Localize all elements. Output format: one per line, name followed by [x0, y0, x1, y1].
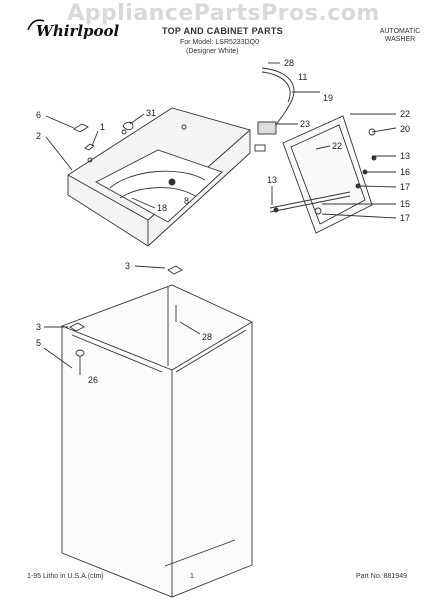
callout-22-top: 22: [400, 109, 410, 119]
product-type-line2: WASHER: [384, 36, 416, 43]
callout-20: 20: [400, 124, 410, 134]
model-line: For Model: LSR5233DQ0: [180, 39, 259, 46]
callout-11: 11: [298, 72, 307, 82]
footer-litho: 1-95 Litho in U.S.A.(ctm): [27, 573, 104, 580]
callout-19: 19: [323, 93, 333, 103]
callout-13-right: 13: [400, 151, 410, 161]
callout-3-left: 3: [36, 322, 41, 332]
callout-28-top: 28: [284, 58, 294, 68]
product-type-line1: AUTOMATIC: [379, 28, 421, 35]
callout-6: 6: [36, 110, 41, 120]
callout-31: 31: [146, 108, 156, 118]
callout-5: 5: [36, 338, 41, 348]
callout-2: 2: [36, 131, 41, 141]
cabinet: [61, 284, 253, 598]
callout-15: 15: [400, 199, 410, 209]
callout-16: 16: [400, 167, 410, 177]
watermark: AppliancePartsPros.com: [67, 1, 380, 26]
callout-18: 18: [157, 203, 167, 213]
callout-26: 26: [88, 375, 98, 385]
footer-page-number: 1: [190, 573, 194, 580]
callout-1: 1: [100, 122, 105, 132]
brand-logo: Whirlpool: [36, 22, 120, 40]
brand-logo-swoosh-icon: [27, 19, 45, 31]
lid-opening: [95, 149, 223, 223]
console-frame: [282, 115, 373, 234]
callout-13-left: 13: [267, 175, 277, 185]
footer-part-number: Part No. 881949: [356, 573, 407, 580]
callout-28-cabinet: 28: [202, 332, 212, 342]
callout-17-lower: 17: [400, 213, 410, 223]
page-title: TOP AND CABINET PARTS: [162, 26, 283, 36]
callout-8: 8: [184, 196, 189, 206]
callout-23: 23: [300, 119, 310, 129]
callout-3-top: 3: [125, 261, 130, 271]
callout-22-mid: 22: [332, 141, 342, 151]
callout-17-upper: 17: [400, 182, 410, 192]
color-line: (Designer White): [186, 48, 239, 55]
product-type: AUTOMATIC WASHER: [372, 28, 428, 44]
